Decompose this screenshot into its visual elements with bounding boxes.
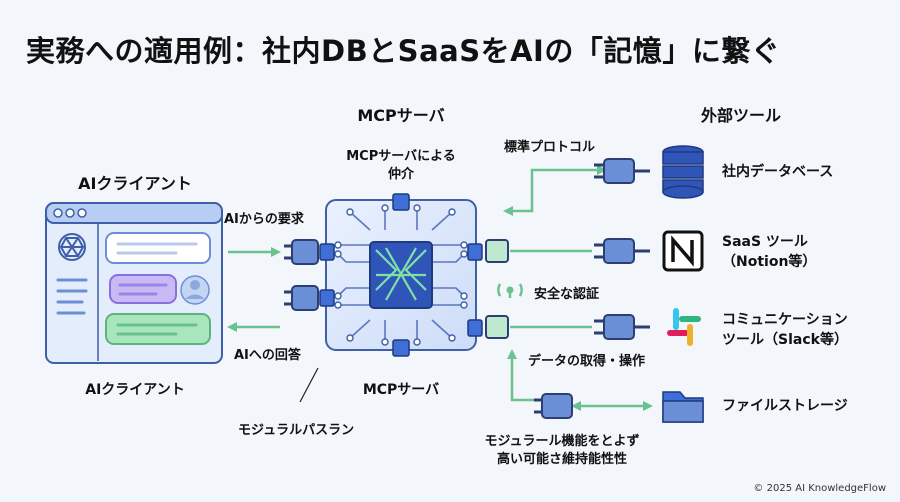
tool-label-saas: SaaS ツール （Notion等） (722, 234, 817, 270)
modular-feature-label: モジュラール機能をとよず 高い可能さ維持能性性 (484, 434, 640, 467)
standard-protocol-label: 標準プロトコル (504, 140, 596, 155)
tool-label-database: 社内データベース (722, 164, 834, 180)
page-title: 実務への適用例：社内DBとSaaSをAIの「記憶」に繋ぐ (26, 34, 781, 68)
slack-icon (667, 308, 701, 346)
chat-bubble-answer (105, 313, 211, 345)
mcp-server-caption: MCPサーバ (362, 382, 440, 398)
plug-pointer-line (299, 367, 319, 403)
chat-bubble-user (109, 274, 177, 304)
plug-slack (594, 314, 650, 340)
notion-icon (662, 230, 704, 272)
answer-label: AIへの回答 (234, 348, 301, 363)
socket-right-bottom (485, 315, 509, 339)
plug-saas (594, 238, 650, 264)
plug-left-bottom (284, 285, 319, 311)
plug-left-top (284, 239, 319, 265)
mcp-mediation-label: MCPサーバによる 仲介 (346, 149, 456, 182)
request-label: AIからの要求 (224, 212, 304, 227)
plug-storage (534, 393, 573, 419)
user-avatar-icon (180, 275, 210, 305)
ai-client-header: AIクライアント (78, 174, 192, 193)
chat-bubble-ai (105, 232, 211, 264)
tool-label-storage: ファイルストレージ (722, 398, 848, 414)
protocol-arrow (503, 165, 607, 216)
external-tools-header: 外部ツール (700, 106, 782, 125)
data-ops-arrow (507, 349, 540, 402)
mcp-server-header: MCPサーバ (357, 106, 445, 125)
secure-lock-icon (497, 283, 523, 298)
data-ops-label: データの取得・操作 (528, 354, 646, 369)
secure-auth-label: 安全な認証 (534, 287, 600, 302)
plug-db (594, 158, 650, 184)
ai-client-caption: AIクライアント (85, 382, 185, 398)
modular-plug-label: モジュラルパスラン (238, 423, 355, 438)
openai-logo-icon (58, 233, 86, 261)
database-icon (662, 145, 704, 199)
tool-label-communication: コミュニケーション ツール（Slack等） (722, 312, 848, 348)
mcp-server-board (319, 193, 483, 357)
copyright-notice: © 2025 AI KnowledgeFlow (753, 483, 886, 494)
folder-icon (662, 391, 704, 423)
socket-right-top (485, 239, 509, 263)
